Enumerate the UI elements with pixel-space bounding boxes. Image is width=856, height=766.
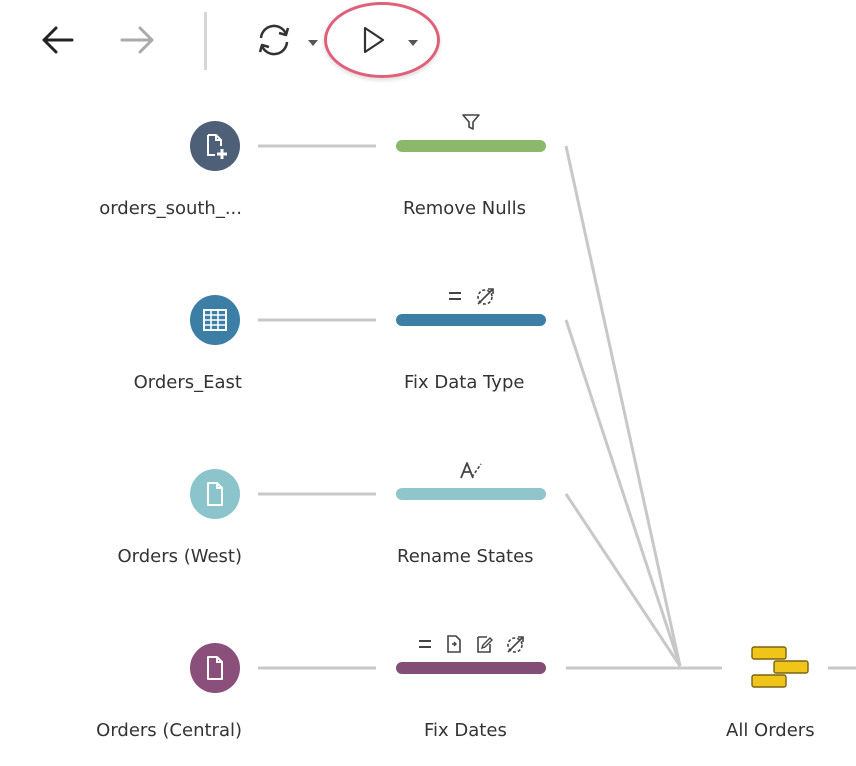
equals-icon [419, 640, 431, 648]
run-highlight-circle [324, 2, 440, 78]
rename-icon [460, 462, 482, 479]
connectors [258, 144, 856, 670]
change-type-icon [477, 288, 494, 305]
table-icon [203, 309, 227, 331]
input-node-orders-south[interactable] [190, 121, 240, 171]
step-icons-remove-nulls [460, 110, 482, 134]
step-label-rename-states: Rename States [397, 546, 534, 567]
refresh-button[interactable] [254, 20, 294, 60]
input-node-orders-west[interactable] [190, 469, 240, 519]
union-node-all-orders[interactable] [749, 644, 811, 692]
arrow-left-icon [42, 26, 74, 54]
step-icons-rename-states [459, 458, 485, 482]
split-icon [447, 635, 461, 653]
step-label-fix-dates: Fix Dates [424, 720, 507, 741]
step-bar-fix-dates[interactable] [396, 662, 546, 674]
file-icon [207, 482, 223, 506]
forward-button[interactable] [116, 20, 160, 60]
input-label-orders-east: Orders_East [133, 372, 242, 393]
refresh-icon [258, 24, 290, 56]
equals-icon [449, 292, 461, 300]
file-add-icon [207, 134, 227, 159]
refresh-dropdown[interactable] [306, 34, 320, 46]
filter-icon [462, 114, 480, 130]
change-type-icon [507, 636, 524, 653]
back-button[interactable] [36, 20, 80, 60]
step-label-remove-nulls: Remove Nulls [403, 198, 527, 219]
caret-down-icon [308, 40, 318, 46]
input-node-orders-east[interactable] [190, 295, 240, 345]
input-label-orders-west: Orders (West) [117, 546, 242, 567]
union-label-all-orders: All Orders [726, 720, 815, 741]
step-union-connector-2 [564, 493, 682, 667]
step-union-connector-1 [564, 319, 682, 667]
step-bar-remove-nulls[interactable] [396, 140, 546, 152]
input-label-orders-south: orders_south_... [99, 198, 242, 219]
step-icons-fix-data-type [446, 284, 496, 308]
file-icon [207, 656, 223, 680]
input-node-orders-central[interactable] [190, 643, 240, 693]
step-union-connector-0 [564, 145, 682, 667]
input-label-orders-central: Orders (Central) [96, 720, 242, 741]
edit-icon [477, 636, 493, 653]
union-icon [751, 646, 809, 688]
toolbar-divider [204, 12, 207, 70]
step-bar-fix-data-type[interactable] [396, 314, 546, 326]
step-label-fix-data-type: Fix Data Type [404, 372, 525, 393]
step-bar-rename-states[interactable] [396, 488, 546, 500]
step-icons-fix-dates [416, 632, 526, 656]
arrow-right-icon [120, 26, 154, 54]
